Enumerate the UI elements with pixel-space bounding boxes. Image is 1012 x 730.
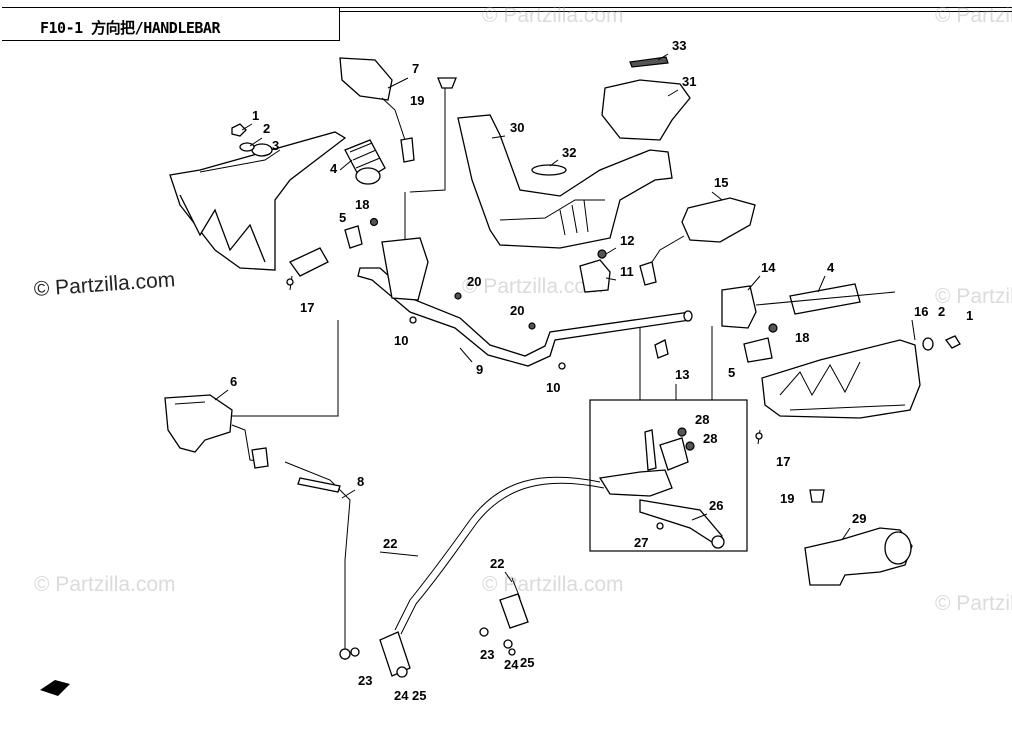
watermark: © Partzilla.com <box>935 285 1012 308</box>
header-rule-inner <box>340 11 1012 12</box>
mirror-right <box>639 197 756 286</box>
callout-c11: 11 <box>620 264 634 279</box>
callout-c19b: 19 <box>780 491 794 506</box>
callout-c28b: 28 <box>703 431 717 446</box>
callout-c15: 15 <box>714 175 728 190</box>
watermark: © Partzilla.com <box>935 592 1012 615</box>
callout-c29: 29 <box>852 511 866 526</box>
front-arrow-icon <box>40 680 70 696</box>
grip-left <box>344 139 386 185</box>
callout-c1a: 1 <box>252 108 259 123</box>
callout-c5a: 5 <box>339 210 346 225</box>
callout-c23a: 23 <box>480 647 494 662</box>
switch-right <box>639 283 896 400</box>
watermark: © Partzilla.com <box>935 4 1012 27</box>
callout-c8: 8 <box>357 474 364 489</box>
assembly-box <box>589 399 748 552</box>
callout-c25a: 25 <box>520 655 534 670</box>
callout-c33: 33 <box>672 38 686 53</box>
mirror-left <box>339 57 415 163</box>
throttle-cable <box>284 461 351 660</box>
callout-c10a: 10 <box>394 333 408 348</box>
callout-c17a: 17 <box>300 300 314 315</box>
leader-lines <box>214 53 916 583</box>
callout-c2a: 2 <box>263 121 270 136</box>
callout-c22a: 22 <box>383 536 397 551</box>
callout-c19a: 19 <box>410 93 424 108</box>
diagram-title: F10-1 方向把/HANDLEBAR <box>40 19 221 37</box>
callout-c2b: 2 <box>938 304 945 319</box>
callout-c20a: 20 <box>467 274 481 289</box>
hand-guard-left <box>169 131 347 271</box>
header-rule <box>340 7 1012 8</box>
mount-bracket <box>804 489 913 586</box>
callout-c22b: 22 <box>490 556 504 571</box>
top-cover <box>601 56 691 141</box>
callout-c30: 30 <box>510 120 524 135</box>
callout-c25b: 25 <box>412 688 426 703</box>
callout-c20b: 20 <box>510 303 524 318</box>
title-box: F10-1 方向把/HANDLEBAR <box>2 7 340 41</box>
callout-c9: 9 <box>476 362 483 377</box>
callout-c31: 31 <box>682 74 696 89</box>
callout-c16: 16 <box>914 304 928 319</box>
callout-c4b: 4 <box>827 260 835 275</box>
callout-c6: 6 <box>230 374 237 389</box>
guard-bracket-left <box>286 217 379 291</box>
watermark: © Partzilla.com <box>34 573 176 596</box>
callout-c12: 12 <box>620 233 634 248</box>
callout-c3a: 3 <box>272 138 279 153</box>
callout-c24a: 24 <box>504 657 519 672</box>
callout-c23b: 23 <box>358 673 372 688</box>
clip-top <box>409 77 457 193</box>
handlebar-cover <box>457 114 673 249</box>
callout-c28a: 28 <box>695 412 709 427</box>
callout-c5b: 5 <box>728 365 735 380</box>
callout-c17b: 17 <box>776 454 790 469</box>
brake-lever-assembly <box>598 427 725 549</box>
callout-c7: 7 <box>412 61 419 76</box>
callout-c1b: 1 <box>966 308 973 323</box>
bolt-left <box>231 123 255 152</box>
brake-cable <box>350 476 605 678</box>
callout-c4a: 4 <box>330 161 338 176</box>
callout-c14: 14 <box>761 260 776 275</box>
callout-c10b: 10 <box>546 380 560 395</box>
callout-c27: 27 <box>634 535 648 550</box>
callout-c18b: 18 <box>795 330 809 345</box>
callout-c32: 32 <box>562 145 576 160</box>
hand-guard-right <box>654 323 961 445</box>
watermark: © Partzilla.com <box>482 4 624 27</box>
callout-c24b: 24 <box>394 688 409 703</box>
switch-assembly <box>579 249 611 293</box>
callout-c18a: 18 <box>355 197 369 212</box>
callout-c13: 13 <box>675 367 689 382</box>
master-cylinder <box>164 320 339 469</box>
handlebar-tube <box>357 192 693 370</box>
watermark: © Partzilla.com <box>462 275 604 298</box>
callout-c26: 26 <box>709 498 723 513</box>
